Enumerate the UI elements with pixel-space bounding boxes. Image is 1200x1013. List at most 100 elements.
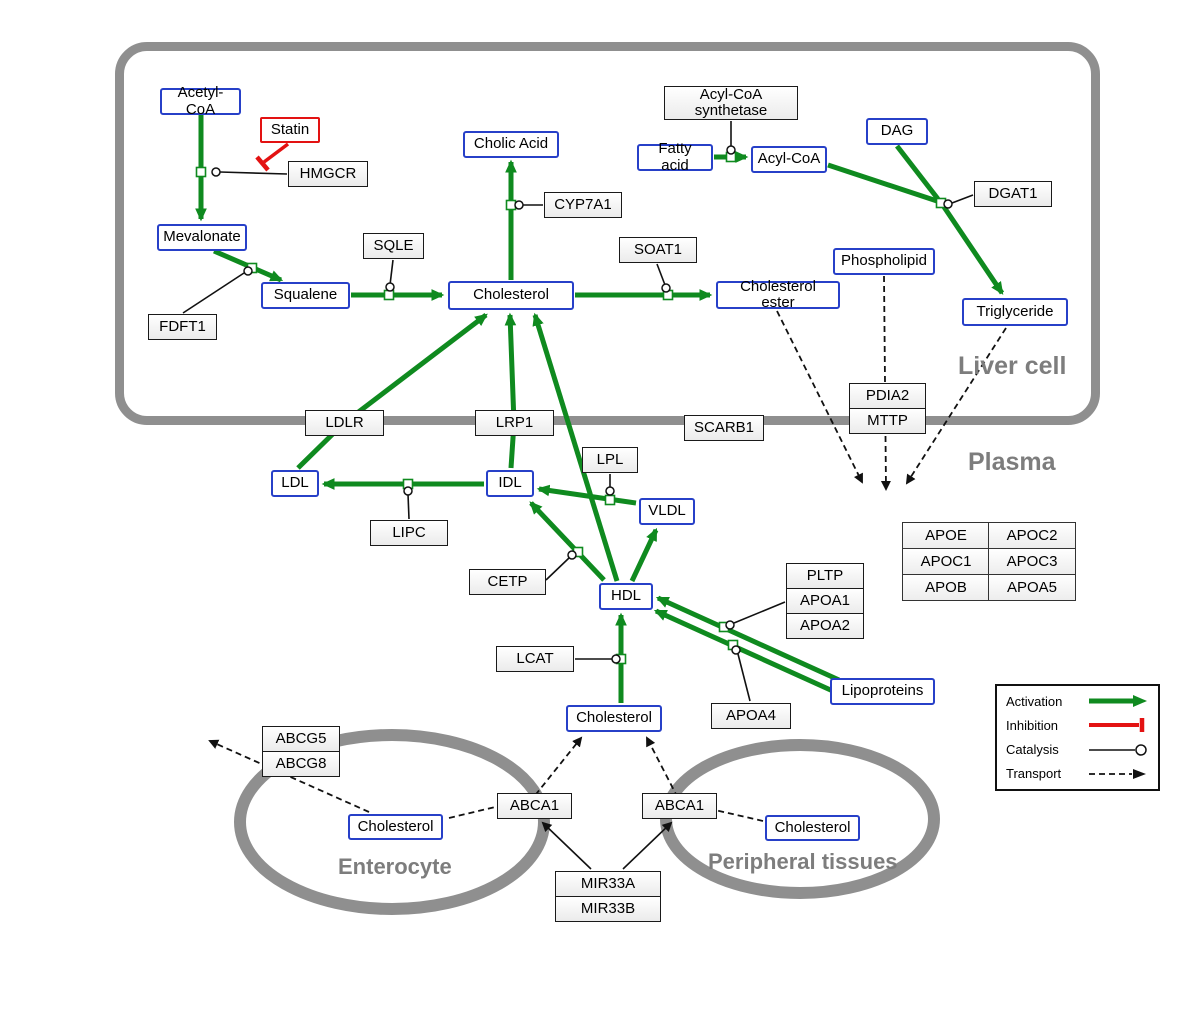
catalysis-glyph [725,620,735,630]
legend-catalysis-label: Catalysis [1006,742,1059,758]
node-squalene[interactable]: Squalene [261,282,350,309]
catalysis-glyph [731,645,741,655]
enzyme-cyp7a1[interactable]: CYP7A1 [544,192,622,218]
enzyme-ldlr[interactable]: LDLR [305,410,384,436]
legend-row-transport: Transport [1006,766,1149,782]
process-node [505,199,517,211]
enzyme-abca1-right[interactable]: ABCA1 [642,793,717,819]
catalysis-glyph [726,145,736,155]
catalysis-glyph [514,200,524,210]
enzyme-pdia2[interactable]: PDIA2 [849,383,926,409]
enterocyte-label: Enterocyte [338,854,452,879]
enzyme-apoa4[interactable]: APOA4 [711,703,791,729]
node-ldl[interactable]: LDL [271,470,319,497]
edge-idl-cholesterol-via-lrp1 [504,312,517,469]
catalysis-sqle [389,259,394,286]
node-cholesterol-liver[interactable]: Cholesterol [448,281,574,310]
node-mevalonate[interactable]: Mevalonate [157,224,247,251]
node-vldl[interactable]: VLDL [639,498,695,525]
node-phospholipid[interactable]: Phospholipid [833,248,935,275]
legend-inhibition-label: Inhibition [1006,717,1059,733]
apo-table-cell[interactable]: APOE [902,522,990,550]
edge-hdl-vldl [629,527,659,583]
enzyme-lrp1[interactable]: LRP1 [475,410,554,436]
edge-lipoproteins-hdl-a [655,595,841,683]
enzyme-lcat[interactable]: LCAT [496,646,574,672]
node-cholesterol-peripheral[interactable]: Cholesterol [765,815,860,841]
node-statin[interactable]: Statin [260,117,320,143]
node-dag[interactable]: DAG [866,118,928,145]
enzyme-dgat1[interactable]: DGAT1 [974,181,1052,207]
apo-table-cell[interactable]: APOC3 [988,547,1076,575]
node-hdl[interactable]: HDL [599,583,653,610]
regulation-edges [541,821,673,870]
process-node [383,289,395,301]
edge-hdl-idl-cetp [529,501,606,582]
enzyme-hmgcr[interactable]: HMGCR [288,161,368,187]
catalysis-apoa4 [737,653,751,702]
enzyme-pltp[interactable]: PLTP [786,563,864,589]
enzyme-abcg8[interactable]: ABCG8 [262,751,340,777]
peripheral-tissues-membrane [660,739,940,899]
node-cholic-acid[interactable]: Cholic Acid [463,131,559,158]
node-idl[interactable]: IDL [486,470,534,497]
transport-phospholipid [880,275,891,491]
node-fatty-acid[interactable]: Fatty acid [637,140,713,173]
enzyme-scarb1[interactable]: SCARB1 [684,415,764,441]
catalysis-soat1 [656,263,666,286]
edge-acylcoa-dgat-node [827,162,938,204]
liver-cell-membrane [115,42,1100,425]
node-cholesterol-enterocyte[interactable]: Cholesterol [348,814,443,840]
catalysis-glyph [567,550,577,560]
apo-table-cell[interactable]: APOC2 [988,522,1076,550]
inhibition-bar [255,155,270,172]
legend-row-activation: Activation [1006,693,1149,709]
transport-arrow-icon [1089,768,1146,779]
catalysis-glyph [403,486,413,496]
node-acetyl-coa[interactable]: Acetyl-CoA [160,84,241,117]
liver-cell-label: Liver cell [958,352,1067,380]
node-triglyceride[interactable]: Triglyceride [962,298,1068,326]
enzyme-abca1-left[interactable]: ABCA1 [497,793,572,819]
enzyme-mir33b[interactable]: MIR33B [555,896,661,922]
enzyme-mttp[interactable]: MTTP [849,408,926,434]
catalysis-glyph [243,266,253,276]
enzyme-lipc[interactable]: LIPC [370,520,448,546]
enzyme-apoa2[interactable]: APOA2 [786,613,864,639]
enzyme-acyl-coa-synthetase[interactable]: Acyl-CoA synthetase [664,86,798,120]
enzyme-lpl[interactable]: LPL [582,447,638,473]
catalysis-glyph [611,654,621,664]
enzyme-apoa1[interactable]: APOA1 [786,588,864,614]
node-cholesterol-ester[interactable]: Cholesterol ester [716,278,840,311]
enzyme-mir33a[interactable]: MIR33A [555,871,661,897]
catalysis-fdft1 [182,272,245,314]
apolipoprotein-table: APOE APOC2 APOC1 APOC3 APOB APOA5 [902,522,1076,601]
enzyme-soat1[interactable]: SOAT1 [619,237,697,263]
node-acyl-coa[interactable]: Acyl-CoA [751,146,827,173]
enzyme-abcg5[interactable]: ABCG5 [262,726,340,752]
apo-table-cell[interactable]: APOA5 [988,573,1076,601]
edge-vldl-idl [536,484,637,506]
node-cholesterol-plasma[interactable]: Cholesterol [566,705,662,732]
node-lipoproteins[interactable]: Lipoproteins [830,678,935,705]
enzyme-sqle[interactable]: SQLE [363,233,424,259]
catalysis-lipc [407,493,410,520]
legend-row-inhibition: Inhibition [1006,717,1149,733]
legend-activation-label: Activation [1006,693,1063,709]
apo-table-cell[interactable]: APOC1 [902,547,990,575]
catalysis-dgat1 [951,194,974,204]
enzyme-fdft1[interactable]: FDFT1 [148,314,217,340]
catalysis-glyph [211,167,221,177]
inhibition-edge-statin [255,142,290,172]
process-node [195,166,207,178]
edge-hdl-cholesterol [532,312,620,582]
enzyme-cetp[interactable]: CETP [469,569,546,595]
edge-mir33-abca1-left [541,821,592,870]
apo-table-cell[interactable]: APOB [902,573,990,601]
edge-dgat-node-triglyceride [941,205,1005,295]
catalysis-glyph [943,199,953,209]
catalysis-circle-icon [1089,743,1147,756]
process-node [604,494,616,506]
transport-cholesterol-abcg58 [208,739,370,813]
